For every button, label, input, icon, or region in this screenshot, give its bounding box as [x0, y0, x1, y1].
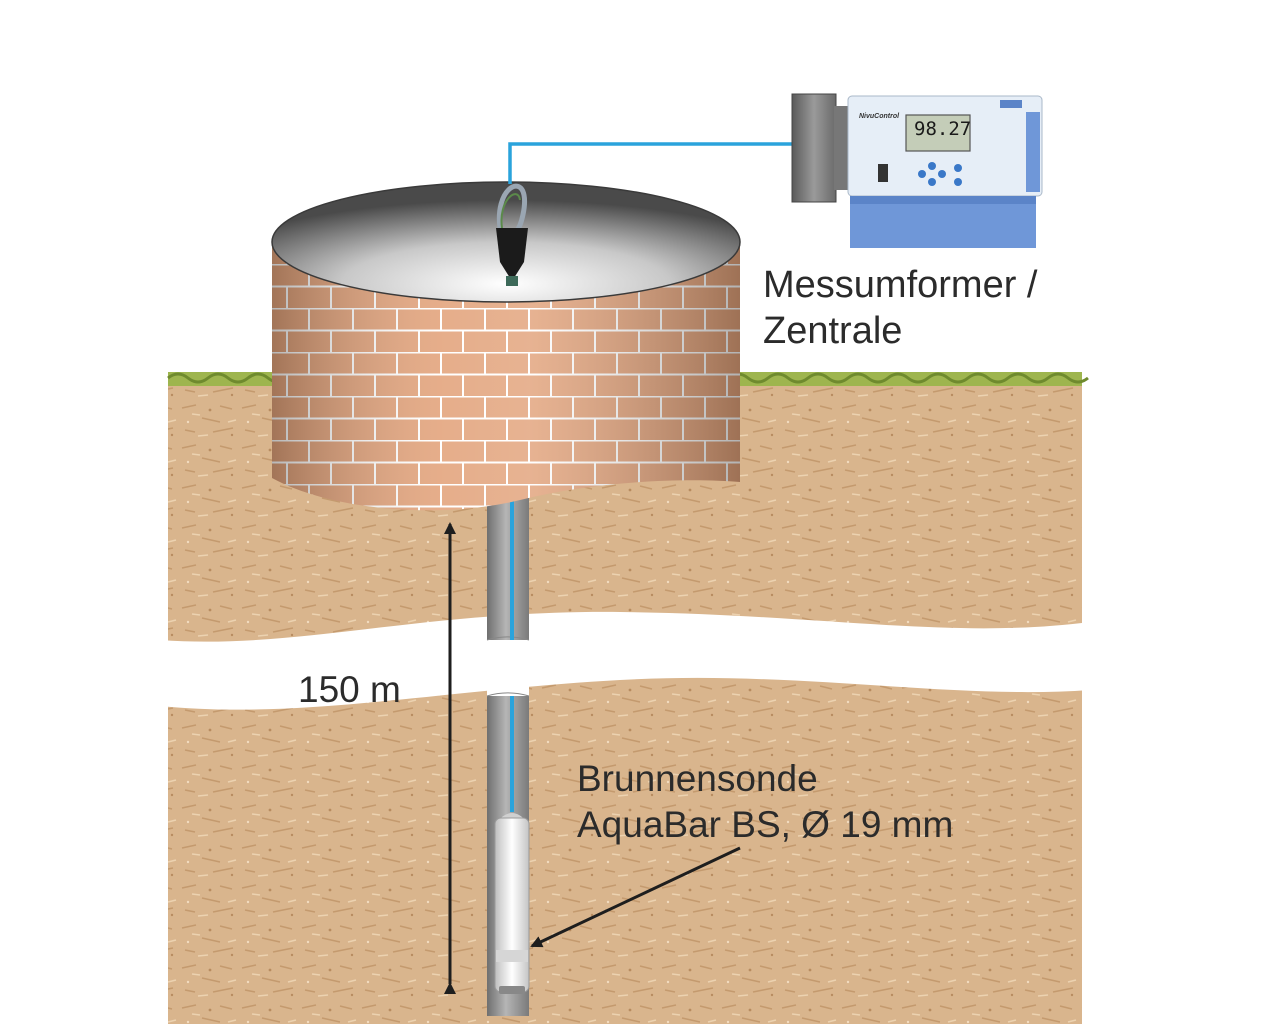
transmitter-label: Messumformer / Zentrale: [763, 262, 1037, 354]
transmitter-label-line2: Zentrale: [763, 310, 903, 352]
probe-label: Brunnensonde AquaBar BS, Ø 19 mm: [577, 756, 953, 848]
device-display-value: 98.27: [914, 118, 972, 140]
probe-label-line2: AquaBar BS, Ø 19 mm: [577, 804, 954, 845]
signal-cable: [508, 142, 792, 184]
depth-label: 150 m: [298, 669, 401, 710]
depth-break-band: [160, 611, 1090, 710]
probe-label-line1: Brunnensonde: [577, 758, 818, 799]
pointer-arrow-icon: [530, 846, 741, 948]
brick-well: [271, 181, 741, 511]
device-brand: NivuControl: [859, 113, 900, 120]
transmitter-label-line1: Messumformer /: [763, 264, 1038, 306]
transmitter-device-icon: [791, 93, 1043, 248]
probe-icon: [494, 813, 530, 994]
cable-clamp-icon: [496, 183, 528, 286]
